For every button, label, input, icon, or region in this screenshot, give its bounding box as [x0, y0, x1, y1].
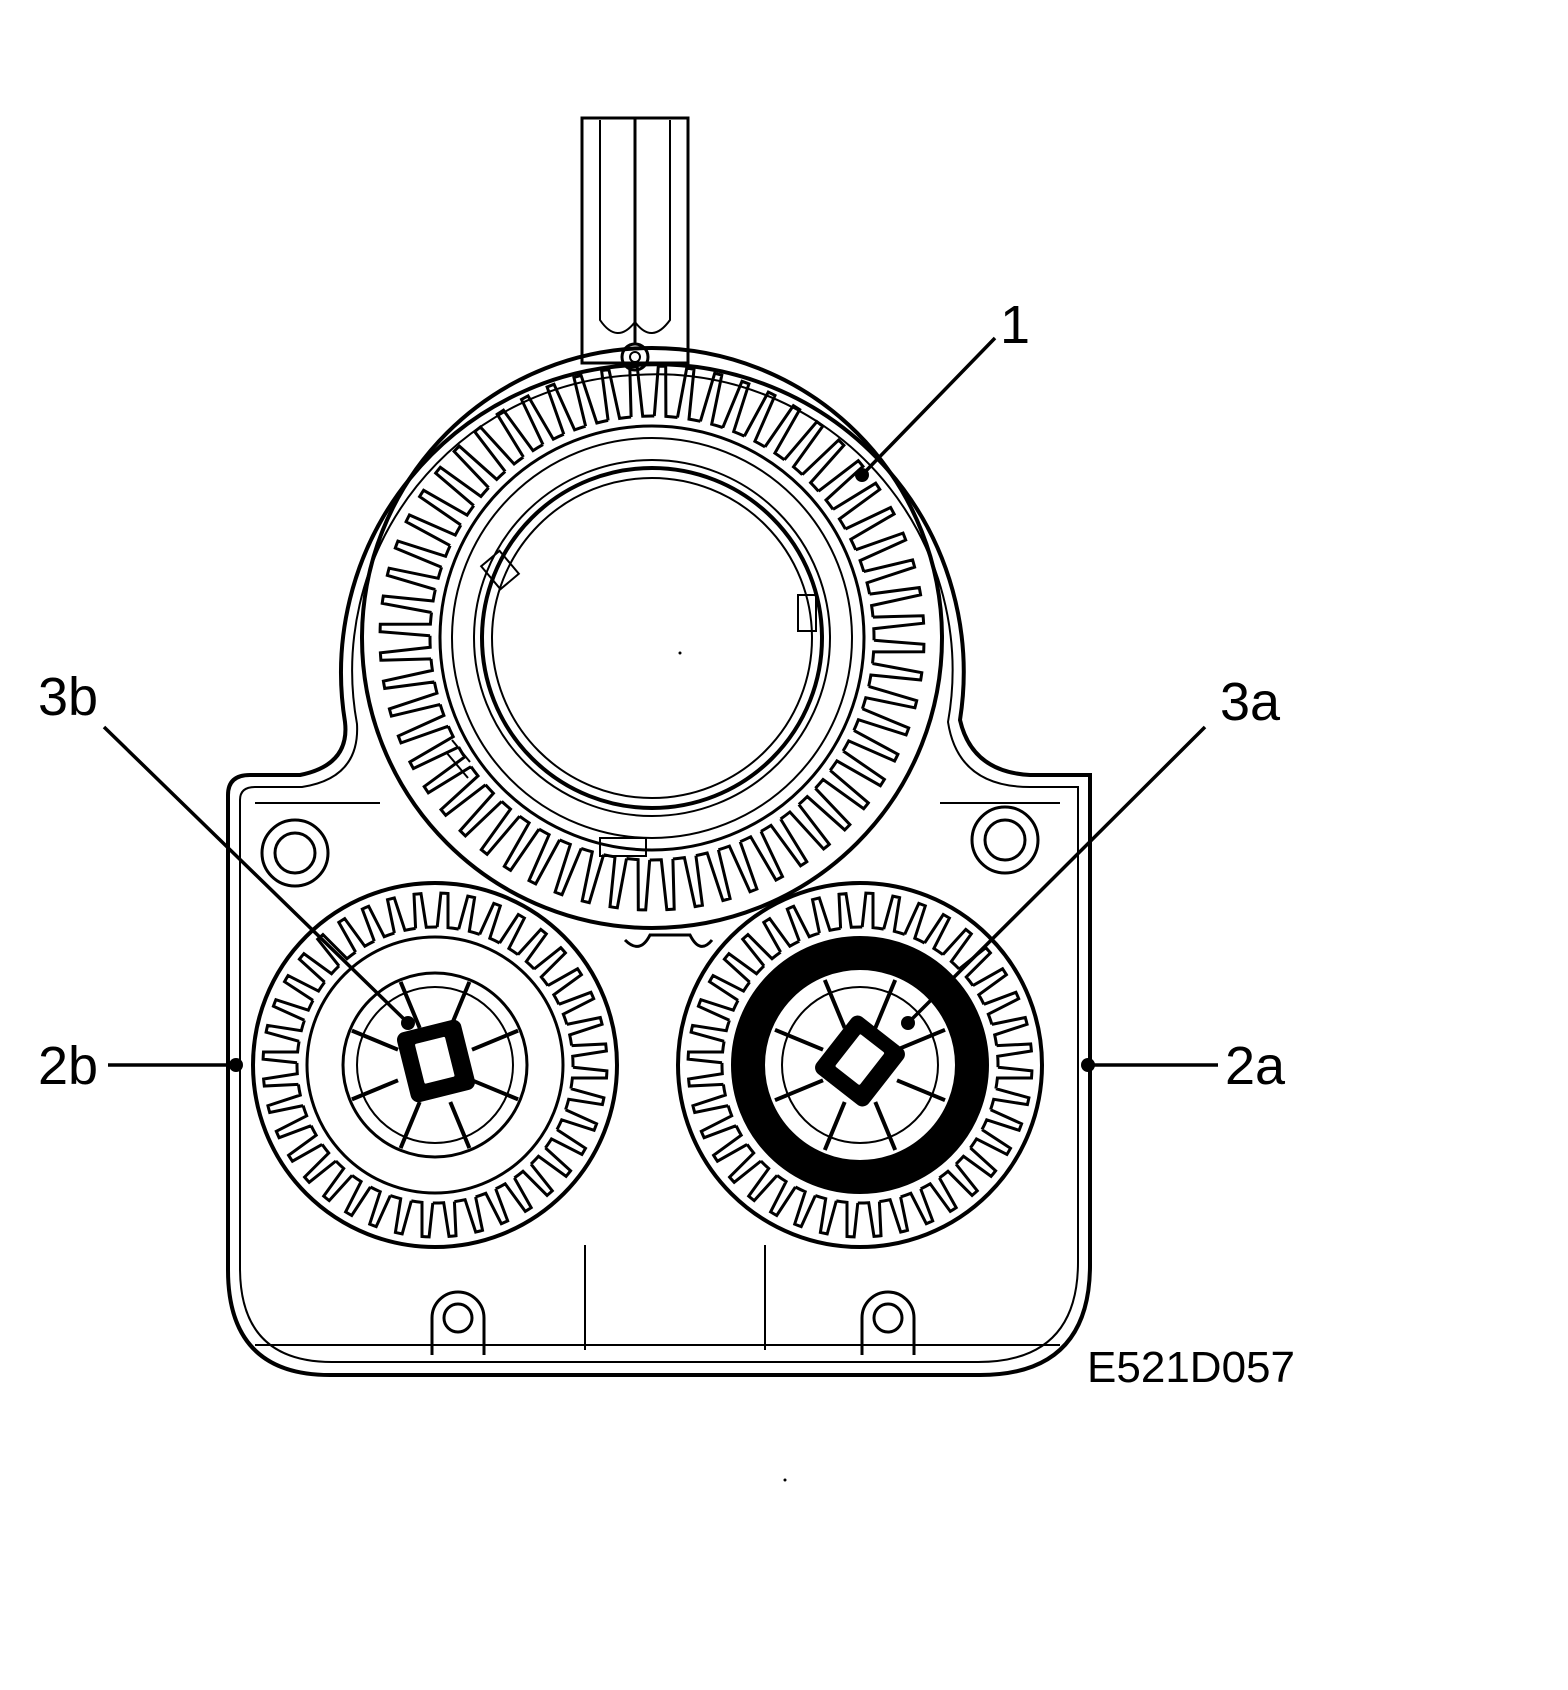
gear-spoke [351, 1078, 399, 1102]
label-insert-left: 3b [38, 667, 98, 727]
ring-gear [360, 346, 944, 930]
gear-spoke [774, 1027, 824, 1052]
ring-bore [480, 466, 824, 810]
gear-spoke [351, 1028, 399, 1052]
handle [580, 116, 690, 372]
gear-spoke [471, 1078, 519, 1102]
housing [226, 362, 1092, 1377]
gear-left [251, 881, 619, 1249]
label-gear-left: 2b [38, 1036, 98, 1096]
gear-spoke [398, 981, 422, 1029]
label-ring-gear: 1 [1000, 295, 1030, 355]
gear-spoke [822, 1101, 847, 1151]
insert-left [396, 1019, 476, 1103]
leader-lines [102, 336, 1218, 1072]
mounting-boss-bottom-right [860, 1290, 916, 1355]
insert-right [815, 1015, 905, 1107]
label-gear-right: 2a [1225, 1036, 1286, 1096]
gear-spoke [398, 1101, 422, 1149]
mounting-hole-top-left [260, 818, 330, 888]
gear-right [676, 881, 1044, 1249]
drawing-number: E521D057 [1087, 1343, 1295, 1392]
gear-spoke [896, 1078, 946, 1103]
gear-spoke [873, 979, 898, 1029]
mounting-hole-top-right [970, 805, 1040, 875]
gear-spoke [774, 1078, 824, 1103]
gear-spoke [896, 1027, 946, 1052]
gear-spoke [873, 1101, 898, 1151]
gear-right-dark-ring [731, 936, 989, 1194]
mounting-boss-bottom-left [430, 1290, 486, 1355]
gear-spoke [471, 1028, 519, 1052]
gear-spoke [448, 1101, 472, 1149]
label-insert-right: 3a [1220, 672, 1281, 732]
gear-spoke [822, 979, 847, 1029]
